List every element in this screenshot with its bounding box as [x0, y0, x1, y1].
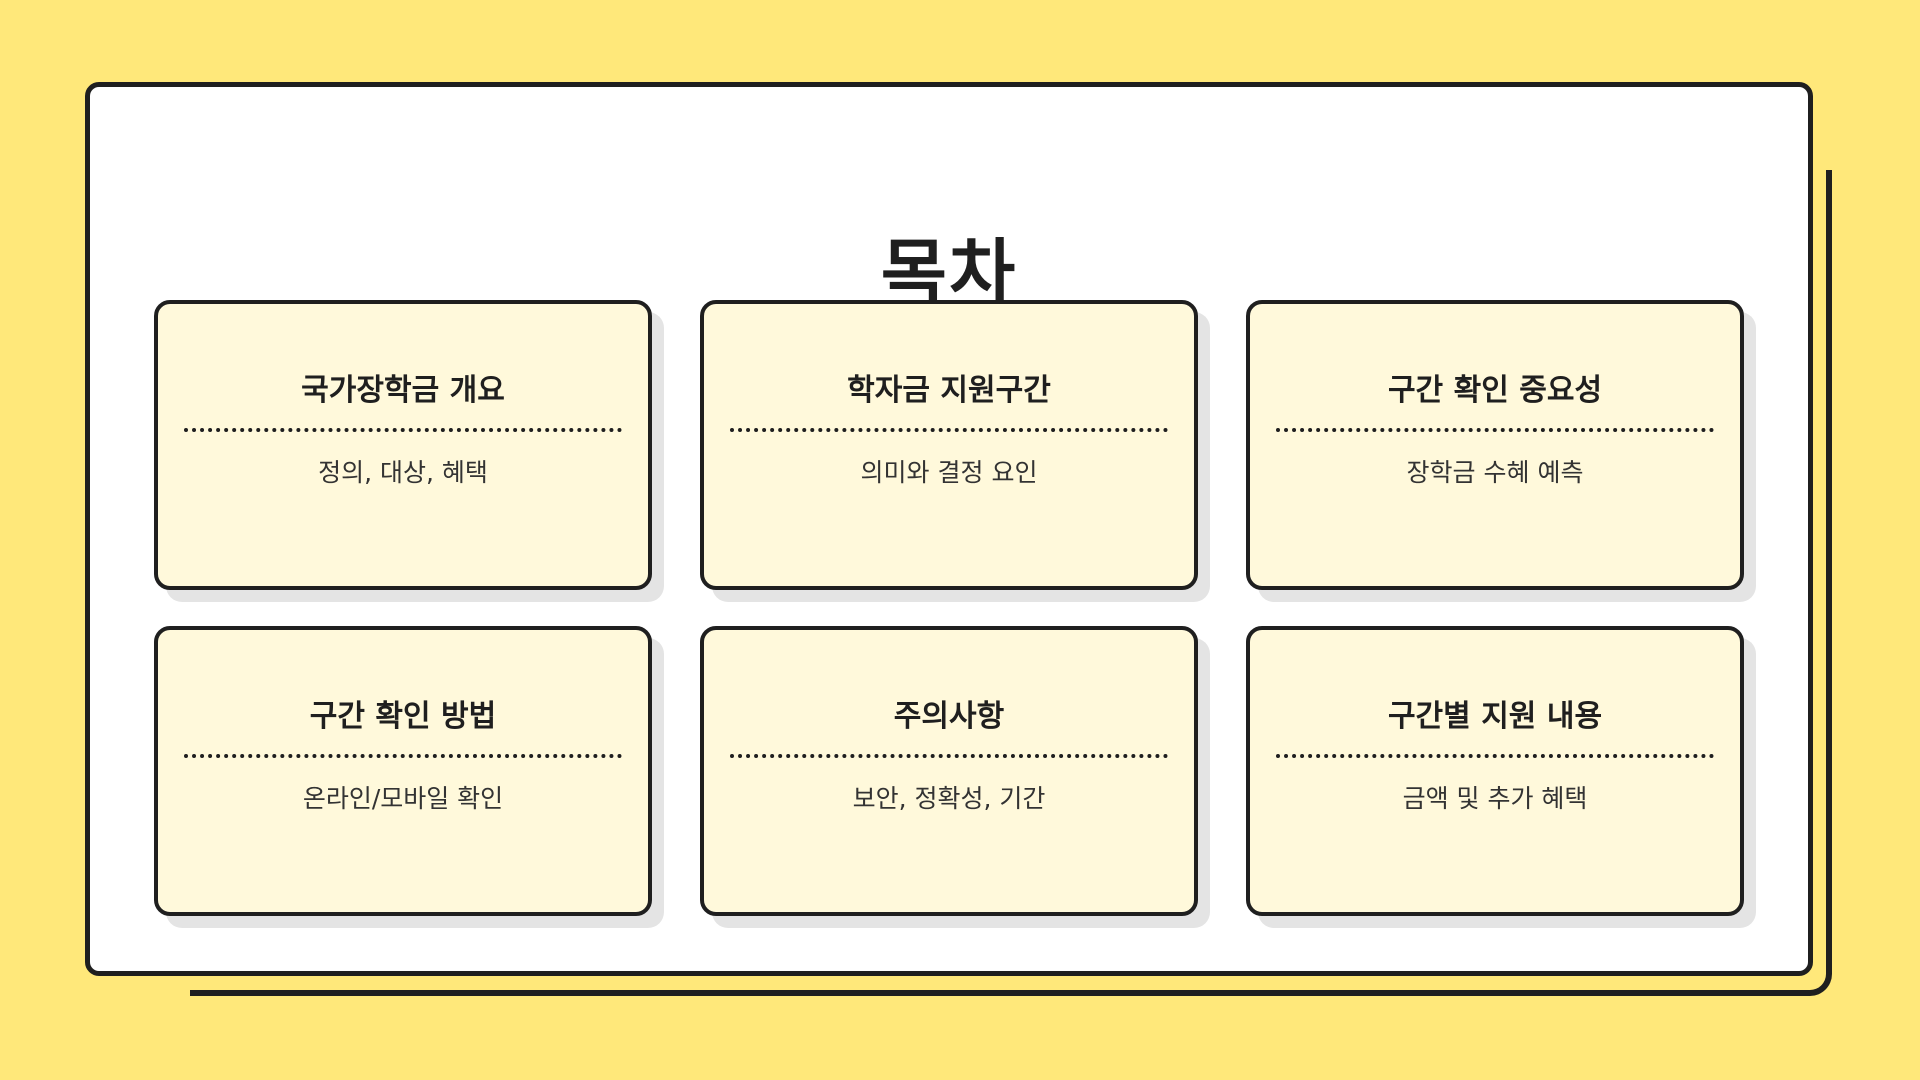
toc-card-cautions[interactable]: 주의사항 보안, 정확성, 기간: [700, 626, 1198, 916]
toc-card-bracket-benefits[interactable]: 구간별 지원 내용 금액 및 추가 혜택: [1246, 626, 1744, 916]
toc-card-grid: 국가장학금 개요 정의, 대상, 혜택 학자금 지원구간 의미와 결정 요인 구…: [154, 300, 1744, 916]
toc-card-subtitle: 장학금 수혜 예측: [1406, 458, 1584, 487]
toc-card-support-bracket[interactable]: 학자금 지원구간 의미와 결정 요인: [700, 300, 1198, 590]
dotted-divider: [184, 754, 622, 758]
dotted-divider: [184, 428, 622, 432]
toc-card-title: 주의사항: [893, 699, 1005, 734]
toc-card-title: 구간별 지원 내용: [1387, 699, 1603, 734]
toc-card-title: 국가장학금 개요: [301, 373, 505, 408]
toc-card-overview[interactable]: 국가장학금 개요 정의, 대상, 혜택: [154, 300, 652, 590]
toc-card-subtitle: 정의, 대상, 혜택: [318, 458, 488, 487]
dotted-divider: [730, 428, 1168, 432]
toc-card-subtitle: 보안, 정확성, 기간: [852, 784, 1046, 813]
dotted-divider: [1276, 754, 1714, 758]
toc-card-subtitle: 온라인/모바일 확인: [302, 784, 504, 813]
toc-card-subtitle: 의미와 결정 요인: [860, 458, 1038, 487]
toc-card-title: 구간 확인 중요성: [1387, 373, 1603, 408]
panel-shadow-frame: [190, 170, 1832, 996]
page-title: 목차: [880, 231, 1018, 315]
dotted-divider: [1276, 428, 1714, 432]
toc-card-importance[interactable]: 구간 확인 중요성 장학금 수혜 예측: [1246, 300, 1744, 590]
toc-card-title: 학자금 지원구간: [847, 373, 1051, 408]
dotted-divider: [730, 754, 1168, 758]
toc-card-subtitle: 금액 및 추가 혜택: [1402, 784, 1588, 813]
toc-card-check-method[interactable]: 구간 확인 방법 온라인/모바일 확인: [154, 626, 652, 916]
toc-card-title: 구간 확인 방법: [309, 699, 497, 734]
